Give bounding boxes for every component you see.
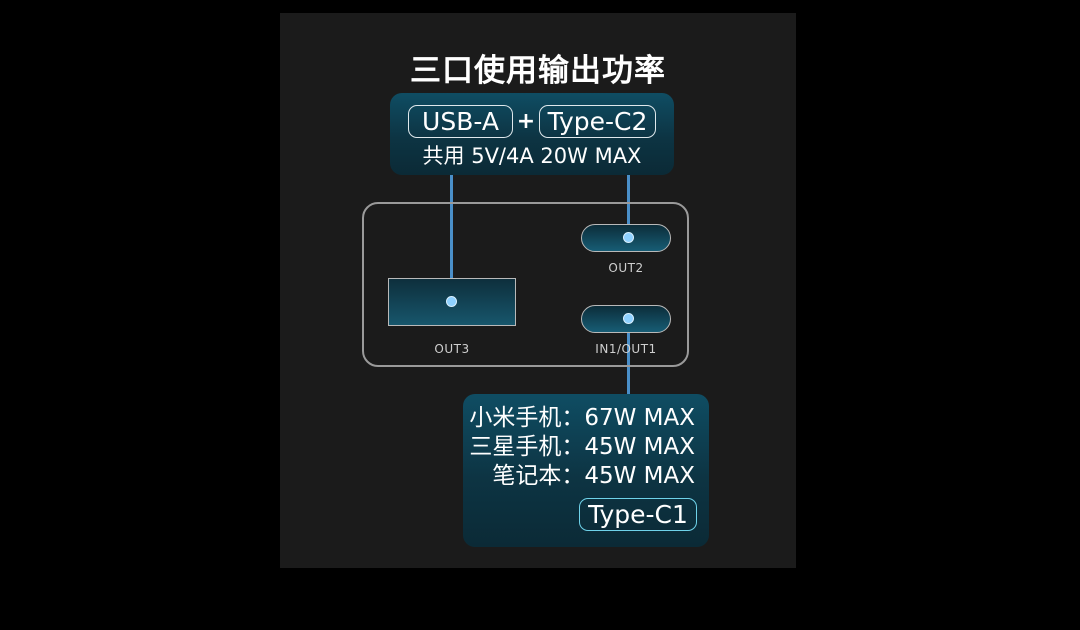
diagram-panel: 三口使用输出功率 USB-A + Type-C2 共用 5V/4A 20W MA… — [280, 13, 796, 568]
connector-line-out2 — [627, 173, 630, 237]
spec-xiaomi: 小米手机：67W MAX — [469, 405, 695, 431]
spec-samsung: 三星手机：45W MAX — [469, 434, 695, 460]
type-c1-pill: Type-C1 — [579, 498, 697, 531]
type-c2-pill: Type-C2 — [539, 105, 656, 138]
diagram-title: 三口使用输出功率 — [410, 53, 666, 89]
connector-dot-in1out1 — [623, 313, 634, 324]
type-c1-output-box: 小米手机：67W MAX 三星手机：45W MAX 笔记本：45W MAX Ty… — [463, 394, 709, 547]
in1-out1-label: IN1/OUT1 — [595, 342, 657, 356]
out3-label: OUT3 — [434, 342, 470, 356]
usb-a-pill: USB-A — [408, 105, 513, 138]
shared-output-box: USB-A + Type-C2 共用 5V/4A 20W MAX — [390, 93, 674, 175]
connector-line-out3 — [450, 173, 453, 301]
out2-label: OUT2 — [608, 261, 644, 275]
connector-dot-out3 — [446, 296, 457, 307]
plus-sign: + — [516, 109, 536, 134]
device-outline: OUT2 OUT3 IN1/OUT1 — [362, 202, 689, 367]
connector-line-in1out1 — [627, 318, 630, 396]
shared-output-text: 共用 5V/4A 20W MAX — [422, 144, 642, 168]
spec-laptop: 笔记本：45W MAX — [492, 463, 695, 489]
connector-dot-out2 — [623, 232, 634, 243]
